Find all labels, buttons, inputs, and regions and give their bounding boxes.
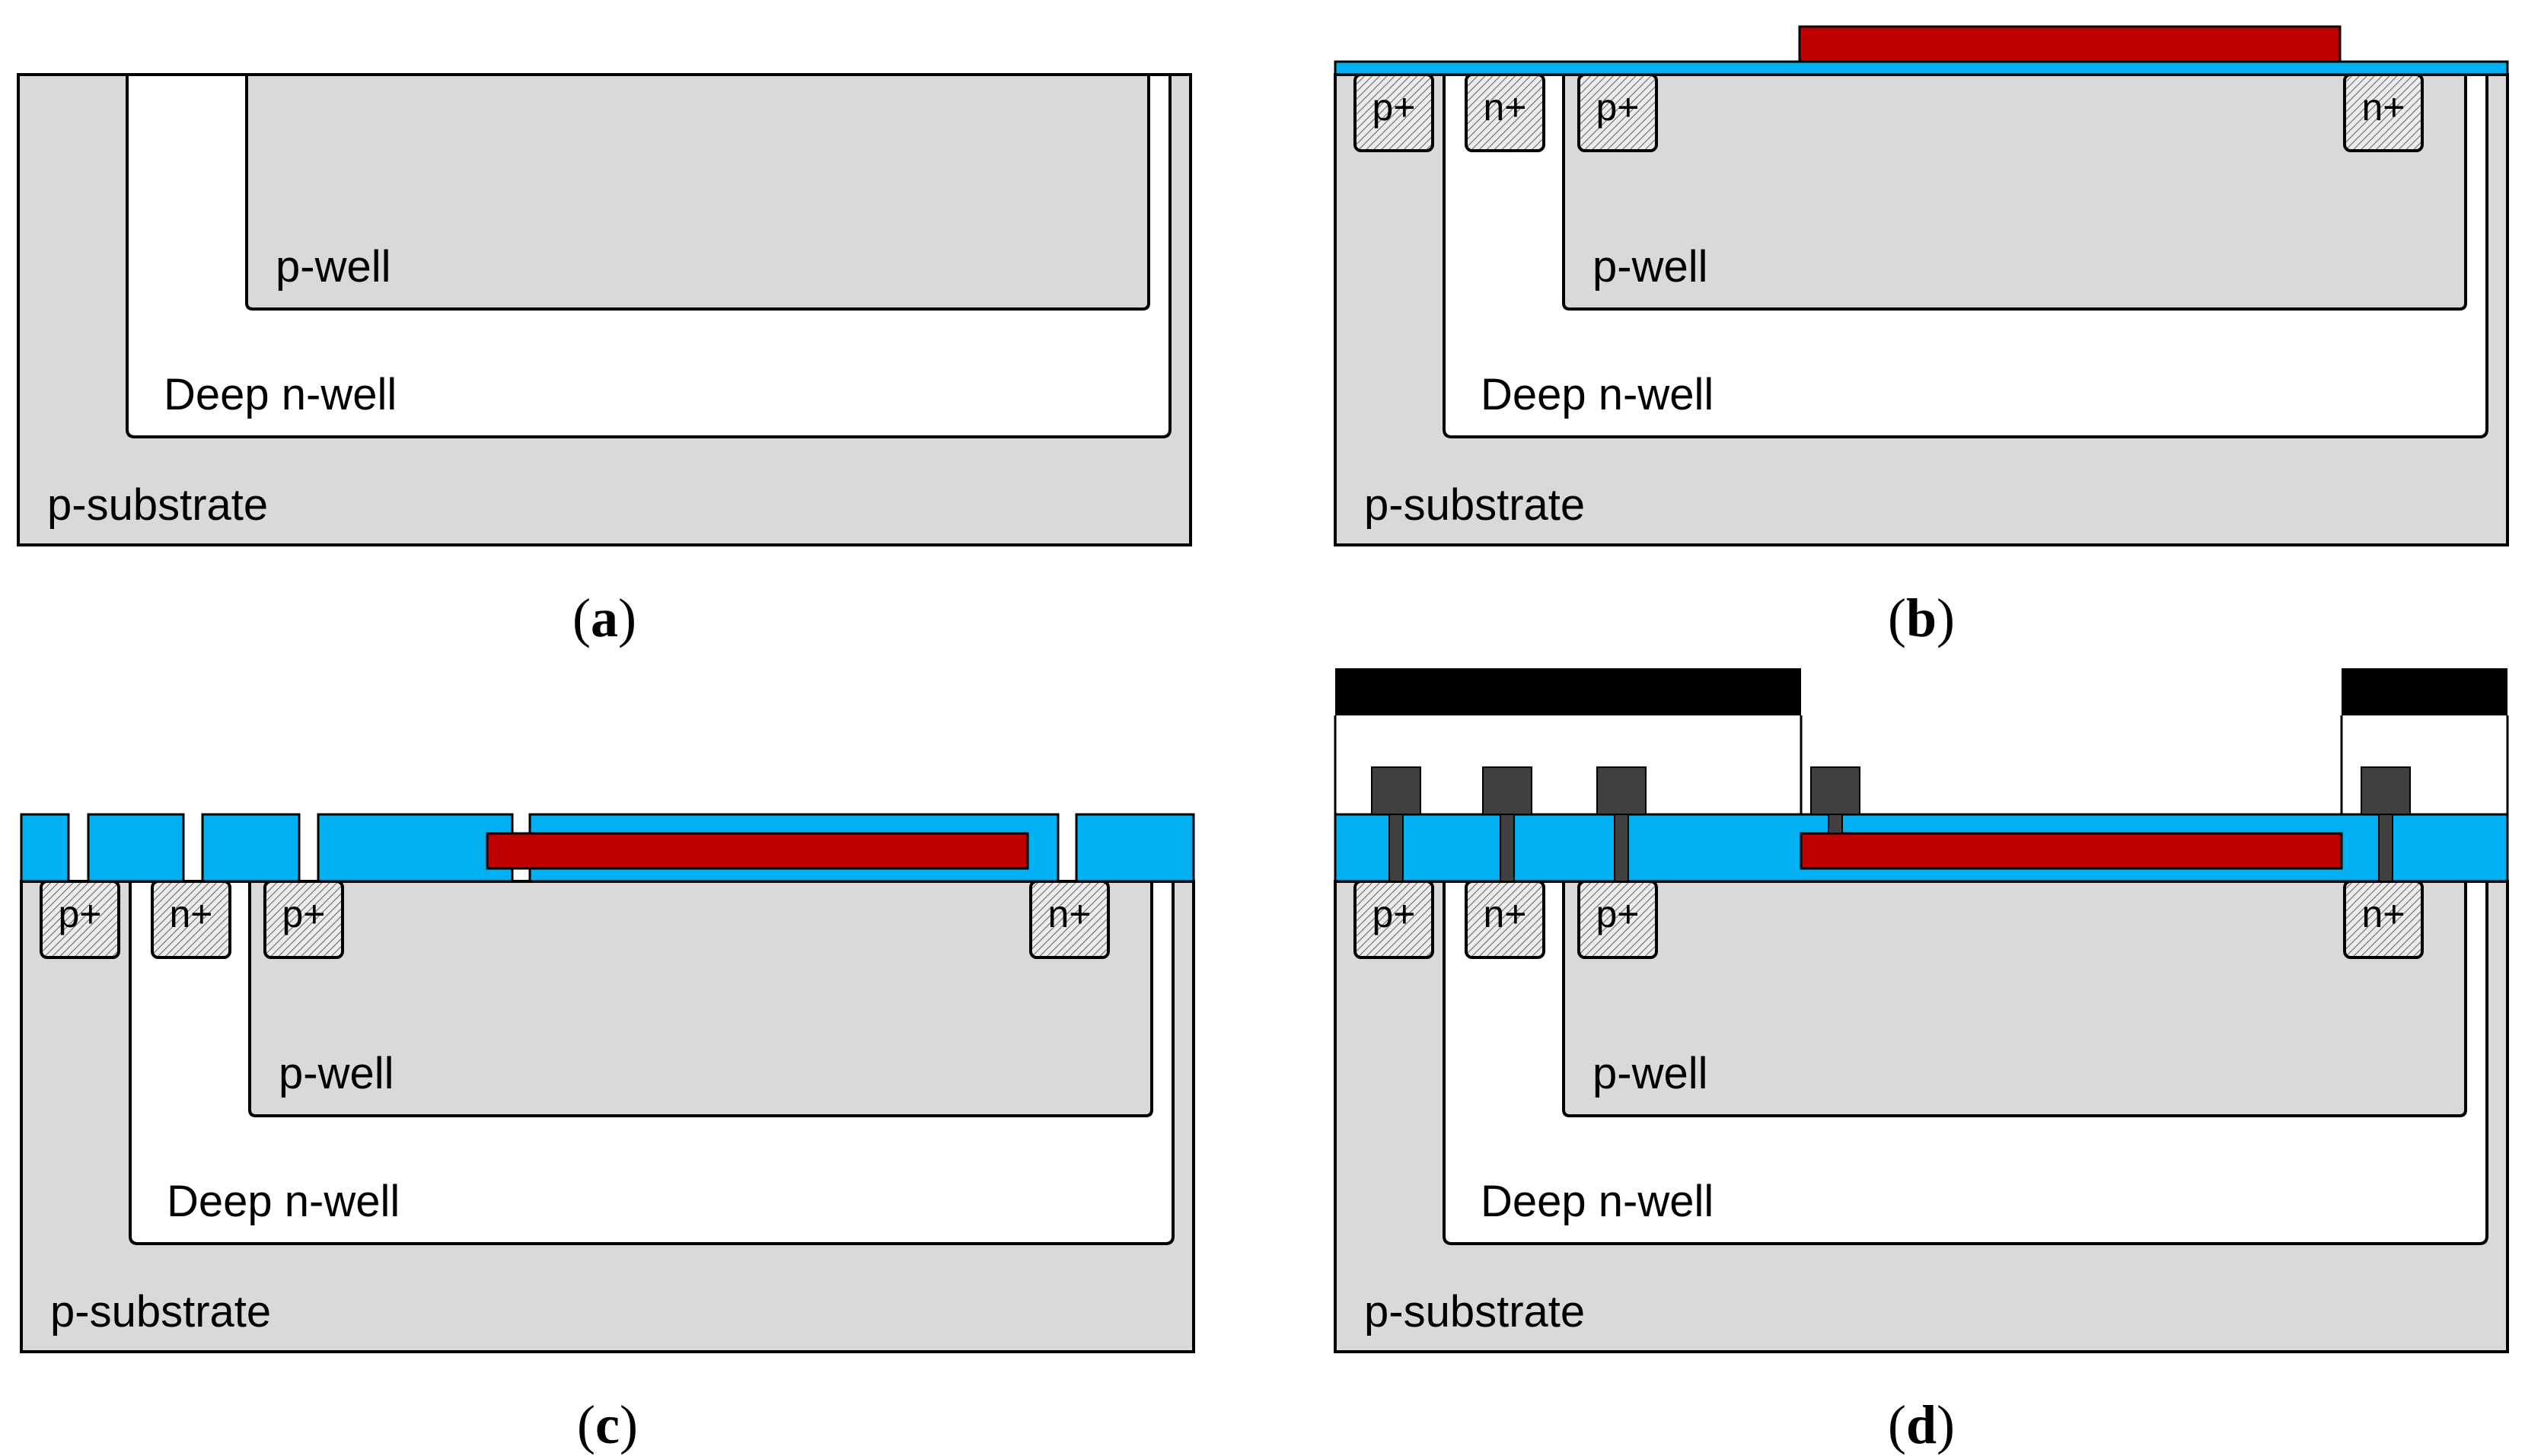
p-well-region: [1562, 880, 2467, 1117]
caption-a: (a): [572, 588, 636, 648]
p-well-label: p-well: [1592, 1049, 1708, 1098]
implant-label: p+: [1596, 86, 1639, 129]
contact-plug: [1500, 812, 1515, 882]
caption-close-paren: ): [1937, 588, 1955, 648]
caption-d: (d): [1888, 1394, 1955, 1455]
implant-label: p+: [282, 893, 325, 935]
implant-1: p+: [1353, 73, 1434, 152]
implant-label: p+: [1372, 86, 1415, 129]
implant-1: p+: [1353, 880, 1434, 959]
caption-letter: d: [1906, 1394, 1937, 1455]
implant-region: [263, 880, 344, 959]
p-well-region: [245, 73, 1150, 311]
gate-electrode: [486, 832, 1029, 870]
implant-region: [151, 880, 231, 959]
caption-close-paren: ): [620, 1394, 638, 1455]
contact-4: [1810, 766, 1860, 834]
oxide-segment-2: [87, 813, 185, 883]
gate-electrode: [1800, 832, 2343, 870]
dielectric-edge-right: [2340, 715, 2509, 814]
implant-2: n+: [1465, 73, 1545, 152]
implant-4: n+: [1029, 880, 1110, 959]
oxide-segment-1: [20, 813, 70, 883]
dielectric-edge-left: [1334, 715, 1803, 814]
caption-letter: b: [1906, 588, 1937, 648]
p-well-label: p-well: [276, 242, 391, 292]
contact-pad: [2361, 766, 2411, 815]
implant-4: n+: [2343, 73, 2424, 152]
caption-open-paren: (: [572, 588, 591, 648]
implant-3: p+: [263, 880, 344, 959]
contact-5: [2361, 766, 2411, 882]
oxide-segment-4: [317, 813, 514, 883]
oxide-segment-6: [1075, 813, 1195, 883]
implant-4: n+: [2343, 880, 2424, 959]
p-substrate-label: p-substrate: [50, 1287, 271, 1337]
p-substrate-label: p-substrate: [1364, 1287, 1585, 1337]
contact-2: [1482, 766, 1532, 882]
contact-pad: [1482, 766, 1532, 815]
caption-open-paren: (: [1888, 1394, 1906, 1455]
implant-2: n+: [151, 880, 231, 959]
contact-plug: [1388, 812, 1404, 882]
contact-1: [1371, 766, 1421, 882]
contact-plug: [1614, 812, 1629, 882]
implant-1: p+: [40, 880, 120, 959]
caption-close-paren: ): [618, 588, 636, 648]
implant-label: n+: [2361, 86, 2405, 129]
deep-n-well-label: Deep n-well: [167, 1177, 400, 1226]
caption-letter: a: [591, 588, 618, 648]
implant-label: n+: [169, 893, 212, 935]
oxide-segment-3: [201, 813, 301, 883]
implant-label: n+: [1483, 893, 1526, 935]
gate-oxide-layer: [1334, 60, 2509, 76]
deep-n-well-label: Deep n-well: [1481, 1177, 1714, 1226]
implant-label: n+: [1047, 893, 1091, 935]
p-well-region: [1562, 73, 2467, 311]
deep-n-well-label: Deep n-well: [164, 370, 397, 419]
contact-plug: [1828, 812, 1843, 834]
caption-close-paren: ): [1937, 1394, 1955, 1455]
caption-c: (c): [577, 1394, 638, 1455]
implant-label: p+: [58, 893, 101, 935]
implant-label: n+: [1483, 86, 1526, 129]
gate-electrode: [1798, 25, 2342, 63]
contact-pad: [1371, 766, 1421, 815]
caption-b: (b): [1888, 588, 1955, 648]
p-well-label: p-well: [1592, 242, 1708, 292]
implant-3: p+: [1577, 73, 1658, 152]
metal-line-right: [2342, 668, 2507, 715]
p-well-label: p-well: [279, 1049, 394, 1098]
contact-plug: [2378, 812, 2393, 882]
contact-3: [1596, 766, 1647, 882]
implant-2: n+: [1465, 880, 1545, 959]
metal-line-left: [1335, 668, 1801, 715]
implant-label: p+: [1372, 893, 1415, 935]
p-well-region: [248, 880, 1153, 1117]
p-substrate-label: p-substrate: [1364, 480, 1585, 530]
caption-letter: c: [595, 1394, 620, 1455]
implant-3: p+: [1577, 880, 1658, 959]
implant-region: [40, 880, 120, 959]
caption-open-paren: (: [577, 1394, 595, 1455]
p-substrate-label: p-substrate: [47, 480, 268, 530]
implant-region: [1029, 880, 1110, 959]
implant-label: n+: [2361, 893, 2405, 935]
caption-open-paren: (: [1888, 588, 1906, 648]
implant-label: p+: [1596, 893, 1639, 935]
contact-pad: [1596, 766, 1647, 815]
deep-n-well-label: Deep n-well: [1481, 370, 1714, 419]
contact-pad: [1810, 766, 1860, 815]
